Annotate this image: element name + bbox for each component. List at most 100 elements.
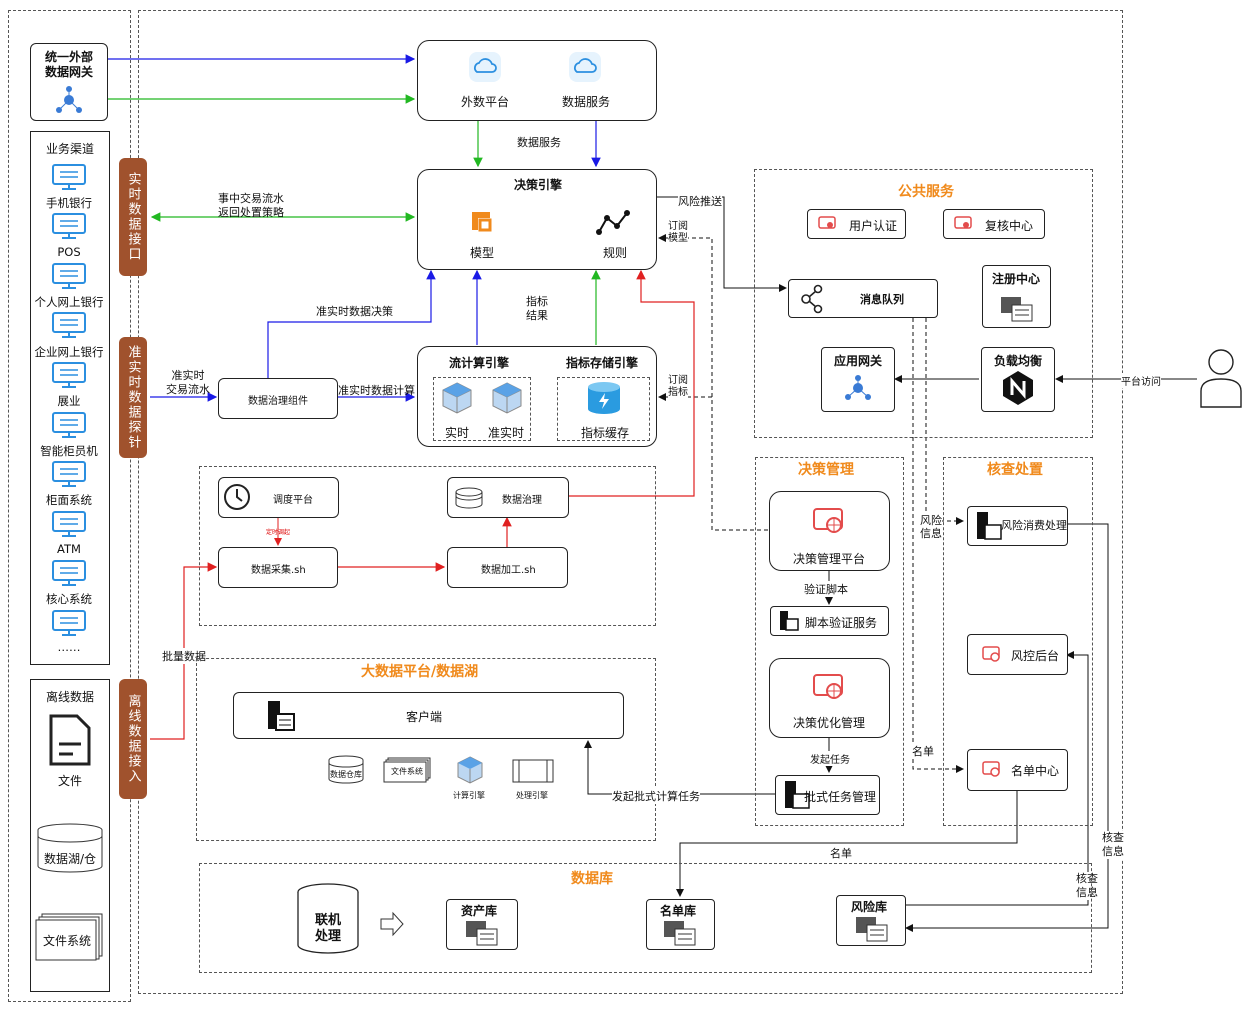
subscribe-model-label: 订阅 模型 [668, 221, 688, 245]
filesystem-icon [35, 913, 103, 961]
return-policy-text: 返回处置策略 [218, 206, 284, 219]
list-center-box[interactable]: 名单中心 [967, 749, 1068, 791]
offline-ingest-bar[interactable]: 离线数据接入 [119, 679, 147, 799]
compute-engine-label: 计算引擎 [453, 791, 485, 800]
channel-label: 企业网上银行 [34, 344, 104, 359]
check-handle-title: 核查处置 [987, 462, 1043, 478]
check-info-text-4: 信息 [1076, 886, 1098, 899]
risk-db-box[interactable]: 风险库 [836, 895, 906, 946]
user-auth-label: 用户认证 [849, 219, 898, 233]
decision-engine-box[interactable]: 决策引擎 模型 规则 [417, 169, 657, 270]
risk-info-text-2: 信息 [920, 527, 942, 540]
monitor-icon [52, 560, 86, 586]
graph-icon [801, 284, 823, 314]
register-center-box[interactable]: 注册中心 [982, 265, 1051, 328]
external-platform-box[interactable]: 外数平台 数据服务 [417, 40, 657, 121]
bigdata-frame [196, 658, 656, 841]
batch-task-mgmt[interactable]: 批式任务管理 [775, 775, 880, 815]
data-governance-label: 数据治理 [502, 495, 542, 506]
timer-label: 定时调起 [266, 529, 291, 536]
risk-backend-box[interactable]: 风控后台 [967, 634, 1068, 675]
start-task-label: 发起任务 [810, 751, 850, 766]
cache-db-icon [588, 382, 620, 414]
public-services-title: 公共服务 [898, 184, 954, 200]
decision-platform-label: 决策管理平台 [793, 552, 866, 566]
monitor-icon [954, 216, 972, 229]
datalake-icon [37, 823, 103, 873]
schedule-platform-label: 调度平台 [273, 495, 313, 506]
txn-flow-label: 事中交易流水 返回处置策略 [218, 192, 284, 220]
risk-info-text-1: 风险 [920, 514, 942, 527]
monitor-icon [52, 213, 86, 239]
server-icon [268, 701, 295, 731]
register-server-icon [466, 921, 498, 946]
user-auth-box[interactable]: 用户认证 [807, 209, 906, 239]
data-collect-script[interactable]: 数据采集.sh [218, 547, 338, 588]
app-gateway-box[interactable]: 应用网关 [821, 347, 895, 412]
risk-push-label: 风险推送 [678, 193, 722, 209]
external-data-gateway[interactable]: 统一外部 数据网关 [30, 43, 108, 121]
risk-db-label: 风险库 [851, 900, 888, 914]
risk-info-label: 风险 信息 [920, 514, 942, 540]
list-db-box[interactable]: 名单库 [646, 899, 715, 950]
cube-icon [442, 382, 472, 414]
load-balancer-box[interactable]: 负载均衡 [981, 347, 1055, 412]
file-label: 文件 [57, 774, 82, 788]
gateway-network-icon [845, 375, 871, 400]
list-label-bottom: 名单 [830, 845, 852, 861]
decision-mgmt-platform[interactable]: 决策管理平台 [769, 491, 890, 571]
batch-mgmt-label: 批式任务管理 [804, 790, 877, 804]
offline-data-panel: 离线数据 文件 数据湖/仓 文件系统 [30, 679, 110, 992]
stream-inner-frame [433, 377, 531, 441]
realtime-interface-bar[interactable]: 实时数据接口 [119, 158, 147, 276]
database-icon [455, 487, 483, 509]
user-icon[interactable] [1199, 347, 1243, 409]
gateway-network-icon [56, 86, 82, 113]
review-center-box[interactable]: 复核中心 [943, 209, 1045, 239]
model-icon [472, 212, 492, 232]
schedule-platform[interactable]: 调度平台 [218, 477, 339, 518]
check-info-label-a: 核查 信息 [1102, 831, 1124, 859]
gateway-title: 统一外部 数据网关 [44, 50, 93, 79]
file-icon [49, 714, 91, 766]
monitor-icon [52, 164, 86, 190]
asset-db-box[interactable]: 资产库 [446, 899, 518, 950]
channel-label: 展业 [57, 394, 81, 408]
batch-data-label: 批量数据 [162, 648, 206, 664]
near-decision-label: 准实时数据决策 [316, 305, 393, 318]
monitor-icon [52, 610, 86, 636]
monitor-icon [818, 216, 836, 229]
register-center-label: 注册中心 [992, 272, 1041, 286]
script-verify-label: 脚本验证服务 [805, 616, 878, 630]
data-governance-component[interactable]: 数据治理组件 [218, 378, 338, 419]
app-gateway-label: 应用网关 [834, 354, 883, 368]
data-governance-box[interactable]: 数据治理 [447, 477, 569, 518]
check-handle-frame [943, 457, 1093, 826]
near-flow-text-2: 交易流水 [166, 383, 210, 396]
near-realtime-probe-bar[interactable]: 准实时数据探针 [119, 337, 147, 458]
online-db-icon [297, 883, 359, 954]
server-icon [785, 781, 810, 809]
monitor-icon [813, 508, 843, 533]
sub-metric-text-2: 指标 [668, 387, 688, 398]
clock-icon [224, 484, 250, 510]
channel-label: 个人网上银行 [34, 295, 104, 309]
platform-access-label: 平台访问 [1121, 373, 1161, 388]
sub-metric-text-1: 订阅 [668, 375, 688, 386]
cube-icon [492, 382, 522, 414]
monitor-icon [52, 362, 86, 388]
verify-script-label: 验证脚本 [804, 581, 848, 597]
decision-optimize-box[interactable]: 决策优化管理 [769, 658, 890, 738]
bigdata-client[interactable]: 客户端 [233, 692, 624, 739]
monitor-icon [52, 461, 86, 487]
data-process-script[interactable]: 数据加工.sh [447, 547, 568, 588]
process-engine-label: 处理引擎 [516, 791, 548, 800]
metric-store-title: 指标存储引擎 [566, 356, 639, 370]
decision-optimize-label: 决策优化管理 [793, 716, 866, 730]
risk-consume-box[interactable]: 风险消费处理 [967, 506, 1068, 546]
script-verify-service[interactable]: 脚本验证服务 [770, 606, 889, 636]
sub-model-text-1: 订阅 [668, 221, 688, 232]
stream-metric-box[interactable]: 流计算引擎 指标存储引擎 实时 准实时 指标缓存 [417, 346, 657, 447]
message-queue-box[interactable]: 消息队列 [788, 279, 938, 318]
bigdata-title: 大数据平台/数据湖 [361, 664, 479, 680]
